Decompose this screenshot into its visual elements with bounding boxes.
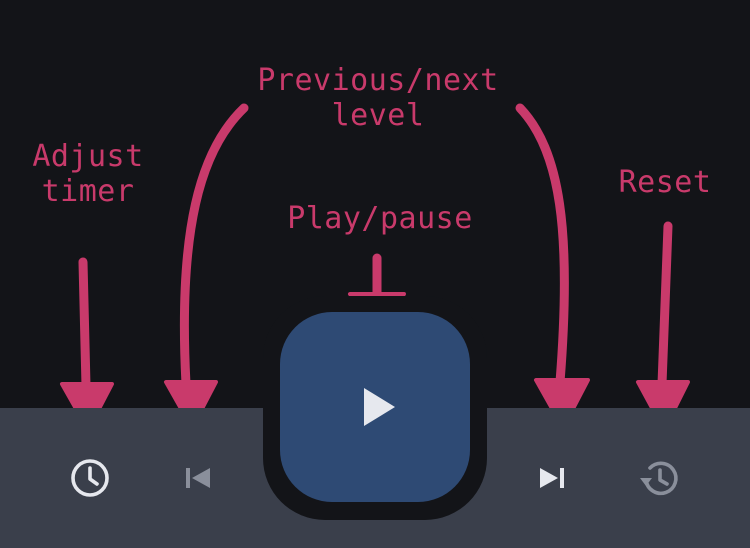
arrow-adjust-timer: [78, 257, 91, 391]
arrow-reset: [657, 221, 673, 389]
arrowhead-previous: [164, 380, 218, 430]
arrow-previous: [179, 103, 249, 389]
annotation-play-pause: Play/pause: [287, 201, 473, 236]
skip-previous-icon: [186, 468, 210, 488]
arrowhead-adjust-timer: [60, 382, 114, 432]
annotation-prev-next-line1: Previous/next: [257, 63, 499, 98]
annotation-adjust-timer: Adjust timer: [18, 139, 158, 209]
reset-button[interactable]: [634, 454, 682, 502]
annotation-prev-next-line2: level: [331, 97, 425, 133]
history-icon: [640, 461, 678, 496]
previous-level-button[interactable]: [174, 454, 222, 502]
skip-next-icon: [540, 468, 564, 488]
play-pause-button[interactable]: [280, 312, 470, 502]
arrowhead-reset: [636, 380, 690, 432]
play-icon: [364, 388, 395, 426]
annotation-adjust-timer-line1: Adjust: [32, 139, 144, 174]
annotation-reset: Reset: [618, 165, 712, 200]
arrowhead-next: [534, 378, 590, 430]
clock-icon: [71, 459, 109, 497]
adjust-timer-button[interactable]: [66, 454, 114, 502]
arrow-next: [515, 103, 569, 387]
next-level-button[interactable]: [528, 454, 576, 502]
annotation-adjust-timer-line2: timer: [41, 173, 135, 209]
annotation-prev-next: Previous/next level: [248, 63, 508, 133]
